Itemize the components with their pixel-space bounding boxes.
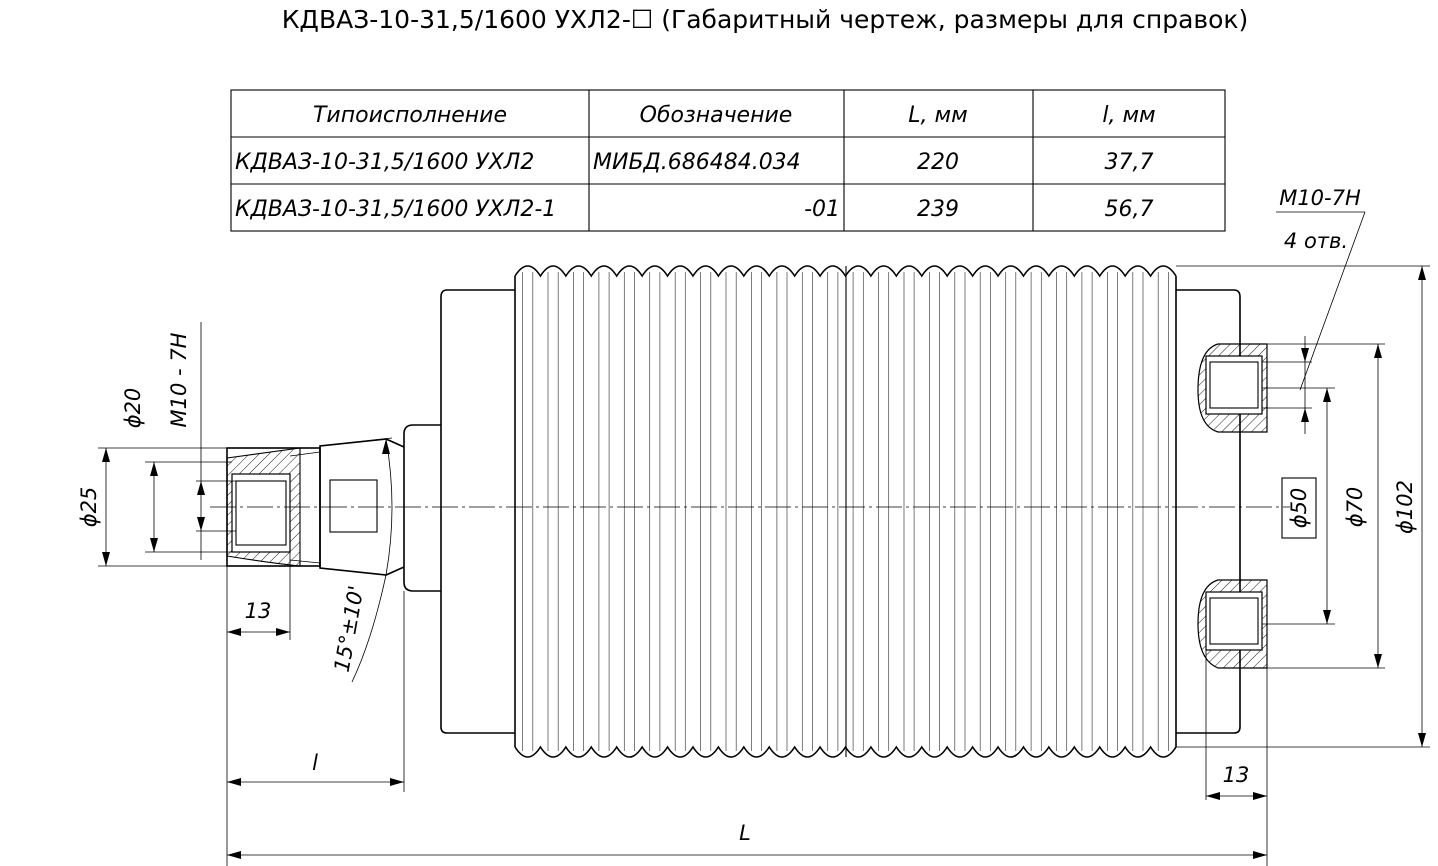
dim-m10-left: M10 - 7H [167,332,191,427]
dim-13-right: 13 [1223,763,1250,787]
table-cell-L-1: 220 [917,150,959,175]
table-cell-designation-2: -01 [804,197,840,222]
left-dimensions: ϕ25 ϕ20 M10 - 7H 13 15°±10' l L [77,322,1267,866]
dim-holes: 4 отв. [1284,229,1348,253]
dim-L: L [739,821,751,845]
table-header-l: l, мм [1102,103,1155,128]
dim-d70: ϕ70 [1343,487,1367,528]
table-cell-type-2: КДВАЗ-10-31,5/1600 УХЛ2-1 [235,197,556,222]
table-header-designation: Обозначение [640,103,793,128]
dim-d50: ϕ50 [1287,488,1311,529]
right-bosses [1197,343,1268,669]
dim-l: l [312,751,318,775]
right-dimensions: M10-7H 4 отв. ϕ70 ϕ50 ϕ102 13 [1176,186,1430,866]
dim-m10-right: M10-7H [1279,186,1361,210]
dim-d102: ϕ102 [1393,480,1417,534]
dim-angle: 15°±10' [330,584,369,674]
table-header-L: L, мм [908,103,967,128]
table-cell-l-2: 56,7 [1105,197,1154,222]
table-header-type: Типоисполнение [313,103,507,128]
dim-d25: ϕ25 [77,487,101,528]
left-stem [226,424,441,592]
table-cell-l-1: 37,7 [1105,150,1154,175]
dim-d20: ϕ20 [121,388,145,429]
chamber-body [440,265,1241,758]
table-cell-L-2: 239 [917,197,959,222]
table-cell-designation-1: МИБД.686484.034 [593,150,801,175]
table-cell-type-1: КДВАЗ-10-31,5/1600 УХЛ2 [235,150,534,175]
spec-table: Типоисполнение Обозначение L, мм l, мм К… [230,89,1226,232]
drawing-title: КДВАЗ-10-31,5/1600 УХЛ2-☐ (Габаритный че… [282,5,1249,34]
dim-13-left: 13 [245,599,272,623]
